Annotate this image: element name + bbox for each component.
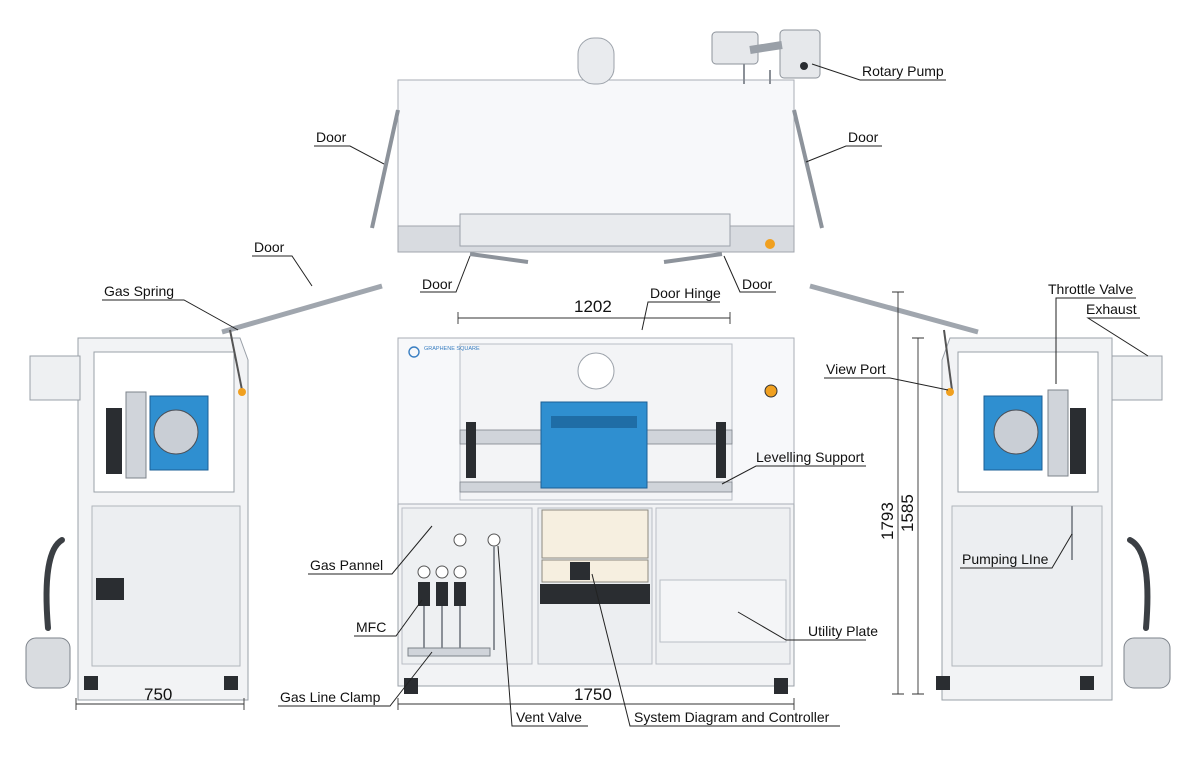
- label-exhaust: Exhaust: [1086, 301, 1137, 317]
- left-pumping-hose: [43, 537, 65, 631]
- top-right-door-panel: [792, 109, 824, 229]
- label-vent-valve: Vent Valve: [516, 709, 582, 725]
- mfc-gauge-1: [417, 565, 431, 579]
- label-rotary-pump: Rotary Pump: [862, 63, 944, 79]
- right-door-lid: [809, 283, 979, 335]
- front-right-door-panel: [663, 252, 723, 264]
- right-side-view: [809, 283, 1171, 701]
- gas-valve-1: [453, 533, 467, 547]
- right-rotary-pump: [1123, 637, 1171, 689]
- utility-plate: [659, 579, 787, 643]
- right-lower-panel: [951, 505, 1103, 667]
- left-rotary-pump: [25, 637, 71, 689]
- right-throttle-valve: [1047, 389, 1069, 477]
- label-door-front-right: Door: [742, 276, 773, 292]
- mfc-1: [418, 582, 430, 606]
- controller-panel: [541, 559, 649, 583]
- left-throttle-assembly: [106, 408, 122, 474]
- dim-height-overall: 1793: [878, 502, 897, 540]
- right-pumping-hose: [1127, 537, 1151, 631]
- logo-text: GRAPHENE SQUARE: [424, 346, 480, 352]
- dim-overall-width: 1750: [574, 685, 612, 704]
- label-system-diagram-controller: System Diagram and Controller: [634, 709, 830, 725]
- front-furnace: [540, 401, 648, 489]
- right-exhaust-duct: [1111, 355, 1163, 401]
- label-door-top-left: Door: [316, 129, 347, 145]
- dimension-lines: 1202 1750 750 1793 1585: [75, 291, 924, 710]
- front-left-support: [466, 422, 476, 478]
- system-diagram-panel: [541, 509, 649, 559]
- label-throttle-valve: Throttle Valve: [1048, 281, 1134, 297]
- label-gas-line-clamp: Gas Line Clamp: [280, 689, 381, 705]
- label-door-top-right: Door: [848, 129, 879, 145]
- dim-height-body: 1585: [898, 494, 917, 532]
- right-gauge-column: [1070, 408, 1086, 474]
- right-view-port-marker: [946, 388, 954, 396]
- gas-valve-2: [487, 533, 501, 547]
- front-emergency-button: [764, 384, 778, 398]
- label-mfc: MFC: [356, 619, 386, 635]
- mfc-gauge-2: [435, 565, 449, 579]
- dim-front-width: 1202: [574, 297, 612, 316]
- mfc-2: [436, 582, 448, 606]
- top-view: [370, 29, 824, 264]
- left-side-view: [25, 283, 383, 701]
- left-gauge-column: [125, 391, 147, 479]
- front-foot-right: [774, 678, 788, 694]
- left-controller-box: [96, 578, 124, 600]
- left-foot-front: [84, 676, 98, 690]
- top-view-indicator: [765, 239, 775, 249]
- left-gas-spring-joint: [238, 388, 246, 396]
- left-exhaust-duct: [29, 355, 81, 401]
- front-foot-left: [404, 678, 418, 694]
- label-gas-pannel: Gas Pannel: [310, 557, 383, 573]
- label-door-hinge: Door Hinge: [650, 285, 721, 301]
- front-view-port: [577, 352, 615, 390]
- right-furnace-flange: [993, 409, 1039, 455]
- controller-rack: [540, 584, 650, 604]
- gas-lines: [423, 546, 495, 650]
- left-foot-rear: [224, 676, 238, 690]
- dim-side-depth: 750: [144, 685, 172, 704]
- top-view-chimney: [577, 37, 615, 85]
- top-left-door-panel: [370, 109, 400, 229]
- left-lower-panel: [91, 505, 241, 667]
- label-levelling-support: Levelling Support: [756, 449, 864, 465]
- label-utility-plate: Utility Plate: [808, 623, 878, 639]
- label-door-side-left: Door: [254, 239, 285, 255]
- mfc-gauge-3: [453, 565, 467, 579]
- callouts: Rotary Pump Door Door Door Door Door Gas…: [102, 63, 1149, 727]
- front-view: GRAPHENE SQUARE: [397, 337, 795, 694]
- mfc-3: [454, 582, 466, 606]
- label-pumping-line: Pumping LIne: [962, 551, 1049, 567]
- front-furnace-handle-plate: [551, 416, 637, 428]
- right-foot-rear: [1080, 676, 1094, 690]
- rotary-pump-top: [711, 29, 821, 84]
- right-foot-front: [936, 676, 950, 690]
- top-view-door-plate: [459, 213, 731, 247]
- mfc-group: [417, 565, 467, 606]
- label-view-port: View Port: [826, 361, 886, 377]
- left-gas-spring: [229, 329, 243, 391]
- label-gas-spring: Gas Spring: [104, 283, 174, 299]
- left-furnace-flange: [153, 409, 199, 455]
- gas-line-clamp-bar: [407, 647, 491, 657]
- controller-display: [570, 562, 590, 580]
- label-door-front-left: Door: [422, 276, 453, 292]
- graphene-square-logo: GRAPHENE SQUARE: [408, 346, 480, 358]
- right-gas-spring: [943, 329, 953, 391]
- left-door-lid: [221, 283, 383, 335]
- front-right-support: [716, 422, 726, 478]
- front-left-door-panel: [469, 252, 529, 264]
